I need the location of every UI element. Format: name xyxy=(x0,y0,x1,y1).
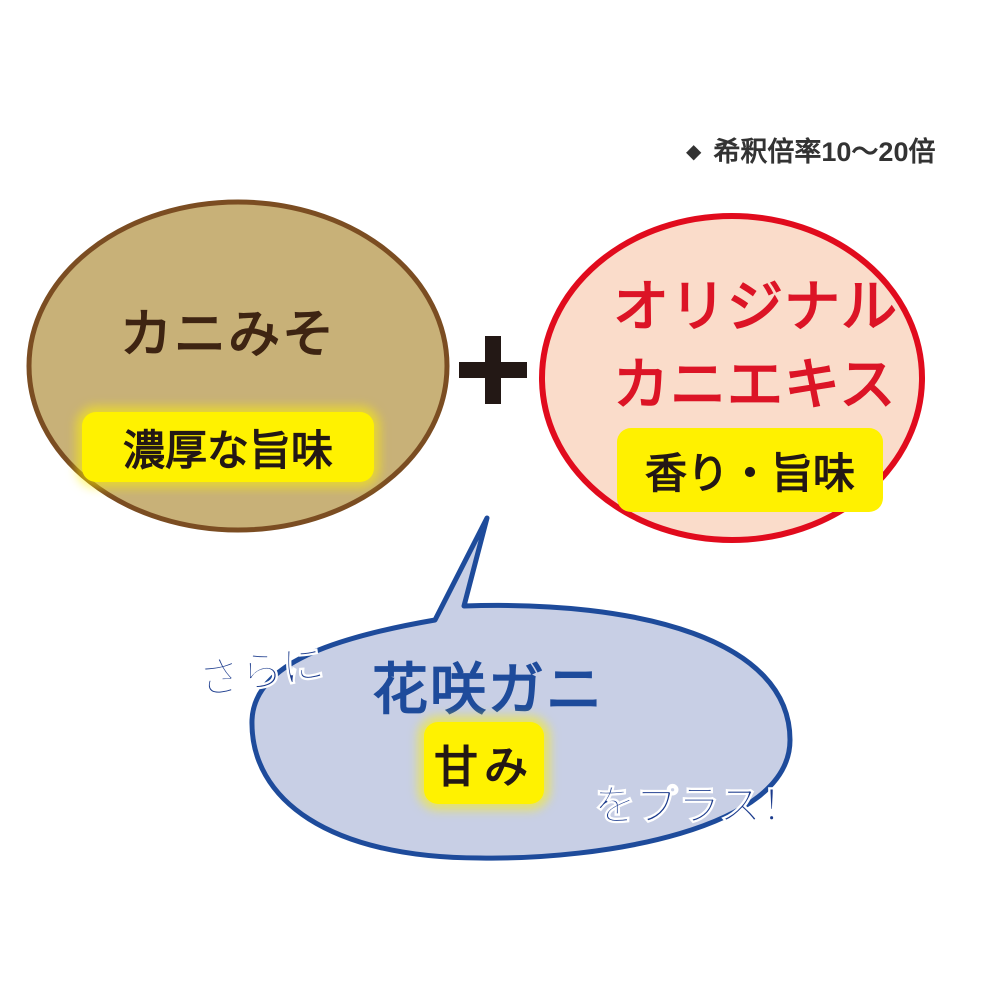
bubble-suffix: をプラス！ xyxy=(593,781,804,831)
crab-extract-title-line2: カニエキス xyxy=(613,352,897,418)
dilution-note-text: 希釈倍率10〜20倍 xyxy=(713,137,936,167)
crab-extract-title-line1: オリジナル xyxy=(613,274,898,340)
kanimiso-title: カニみそ xyxy=(120,304,337,365)
bubble-title: 花咲ガニ xyxy=(372,657,604,723)
crab-extract-highlight: 香り・旨味 xyxy=(617,428,883,512)
dilution-note: ◆ 希釈倍率10〜20倍 xyxy=(686,130,935,169)
plus-icon xyxy=(459,336,527,404)
kanimiso-highlight: 濃厚な旨味 xyxy=(82,412,374,482)
speech-bubble xyxy=(249,515,793,861)
bubble-highlight: 甘み xyxy=(424,722,544,804)
diamond-icon: ◆ xyxy=(686,141,702,163)
